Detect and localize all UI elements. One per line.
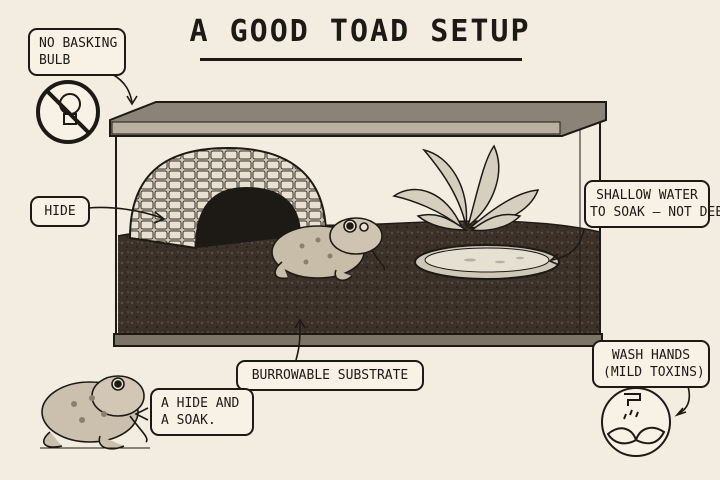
callout-line: WASH HANDS [611, 348, 691, 363]
callout-line: TO SOAK — NOT DEEP [590, 205, 720, 220]
callout-line: BULB [39, 53, 71, 68]
callout-burrowable-substrate: BURROWABLE SUBSTRATE [236, 360, 424, 391]
callout-line: A HIDE AND [161, 396, 240, 411]
page-title: A GOOD TOAD SETUP [189, 14, 531, 49]
water-dish [414, 244, 560, 280]
callout-shallow-water: SHALLOW WATER TO SOAK — NOT DEEP [584, 180, 720, 228]
callout-wash-hands: WASH HANDS (MILD TOXINS) [592, 340, 710, 388]
callout-line: (MILD TOXINS) [603, 365, 705, 380]
title-underline [200, 58, 522, 61]
plant [392, 144, 540, 232]
callout-line: HIDE [44, 204, 76, 219]
hide-shelter [128, 146, 328, 250]
toad-foreground [40, 375, 150, 450]
callout-line: SHALLOW WATER [596, 188, 698, 203]
wash-hands-icon [601, 387, 671, 457]
callout-line: A SOAK. [161, 413, 216, 428]
toad-in-terrarium [271, 217, 386, 282]
callout-hide-and-soak: A HIDE AND A SOAK. [150, 388, 254, 436]
leader-lines [87, 73, 691, 421]
callout-no-basking-bulb: NO BASKING BULB [28, 28, 126, 76]
callout-hide: HIDE [30, 196, 90, 227]
callout-line: BURROWABLE SUBSTRATE [251, 368, 409, 383]
no-bulb-icon [36, 80, 100, 144]
callout-line: NO BASKING [39, 36, 118, 51]
